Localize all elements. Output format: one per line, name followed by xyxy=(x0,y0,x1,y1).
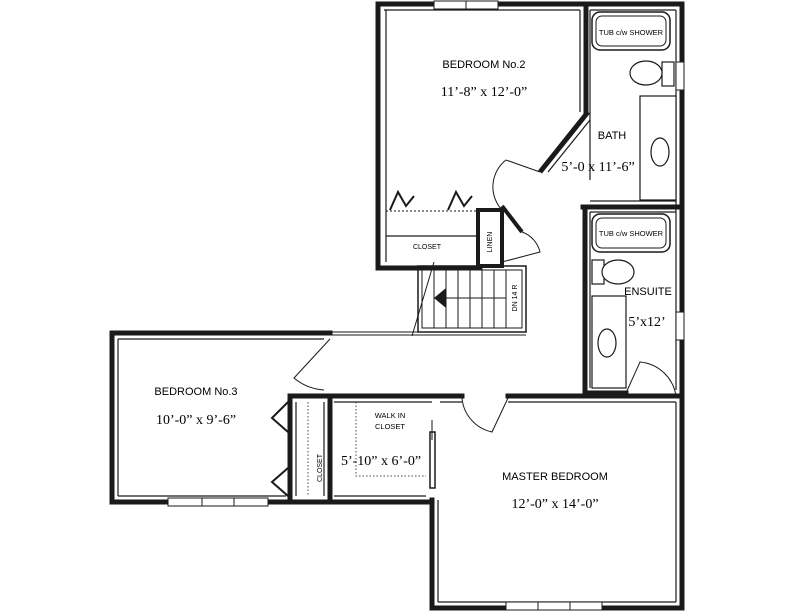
closet2-bifold-right xyxy=(447,189,473,211)
bath-toilet-bowl xyxy=(629,60,663,86)
stairs xyxy=(330,261,527,337)
bath-size: 5’-0 x 11’-6” xyxy=(561,160,634,175)
fixtures xyxy=(591,11,677,389)
closet2-linen xyxy=(386,189,504,268)
bath-tub-label: TUB c/w SHOWER xyxy=(599,28,664,37)
master-name: MASTER BEDROOM xyxy=(502,471,608,483)
walkin-size: 5’-10” x 6’-0” xyxy=(341,454,421,469)
ensuite-size: 5’x12’ xyxy=(628,315,665,330)
stair-box-inner xyxy=(421,269,523,329)
bedroom2-size: 11’-8” x 12’-0” xyxy=(441,85,528,100)
stairs-label: DN 14 R xyxy=(512,285,519,312)
ensuite-toilet-bowl xyxy=(601,259,635,285)
linen-door-swing xyxy=(501,231,541,263)
window-master-bottom xyxy=(505,601,603,611)
closet3-bifold-bottom xyxy=(270,467,289,497)
closet2-label: CLOSET xyxy=(413,244,442,251)
walkin-name-line2: CLOSET xyxy=(375,422,405,431)
bath-toilet-tank xyxy=(661,61,675,87)
master-size: 12’-0” x 14’-0” xyxy=(511,497,598,512)
bath-tub-inner xyxy=(595,15,667,47)
window-bed3-bottom xyxy=(167,497,269,507)
linen-door xyxy=(500,204,524,234)
bath-name: BATH xyxy=(598,130,627,142)
master-door-swing xyxy=(461,397,509,433)
bed3-door-swing xyxy=(293,338,331,391)
ensuite-sink xyxy=(597,328,617,358)
labels: BEDROOM No.2 11’-8” x 12’-0” TUB c/w SHO… xyxy=(154,28,671,512)
window-bath-east xyxy=(675,61,685,91)
walkin-door-panel xyxy=(429,431,436,489)
bedroom3-name: BEDROOM No.3 xyxy=(154,386,237,398)
closet3-label: CLOSET xyxy=(317,453,324,482)
windows xyxy=(167,0,685,611)
bath-diagonal-wall xyxy=(538,110,590,174)
bath-sink xyxy=(650,137,670,167)
ensuite-name: ENSUITE xyxy=(624,286,672,298)
ensuite-tub-label: TUB c/w SHOWER xyxy=(599,229,664,238)
doors xyxy=(270,110,677,497)
stair-break-line xyxy=(411,261,435,337)
bedroom2-name: BEDROOM No.2 xyxy=(442,59,525,71)
ensuite-door-swing xyxy=(625,361,677,397)
stair-arrow-icon xyxy=(434,288,446,308)
walkin-shelf xyxy=(355,402,426,477)
window-ensuite-east xyxy=(675,311,685,341)
closet3-bifold-top xyxy=(270,401,289,433)
ensuite-tub-inner xyxy=(595,217,667,249)
bed2-door-swing xyxy=(492,159,541,211)
bedroom3-size: 10’-0” x 9’-6” xyxy=(156,413,236,428)
closet2-bifold-left xyxy=(389,189,415,211)
bath-diagonal-inner xyxy=(547,119,591,173)
walkin-name-line1: WALK IN xyxy=(375,411,406,420)
linen-label: LINEN xyxy=(487,232,494,253)
